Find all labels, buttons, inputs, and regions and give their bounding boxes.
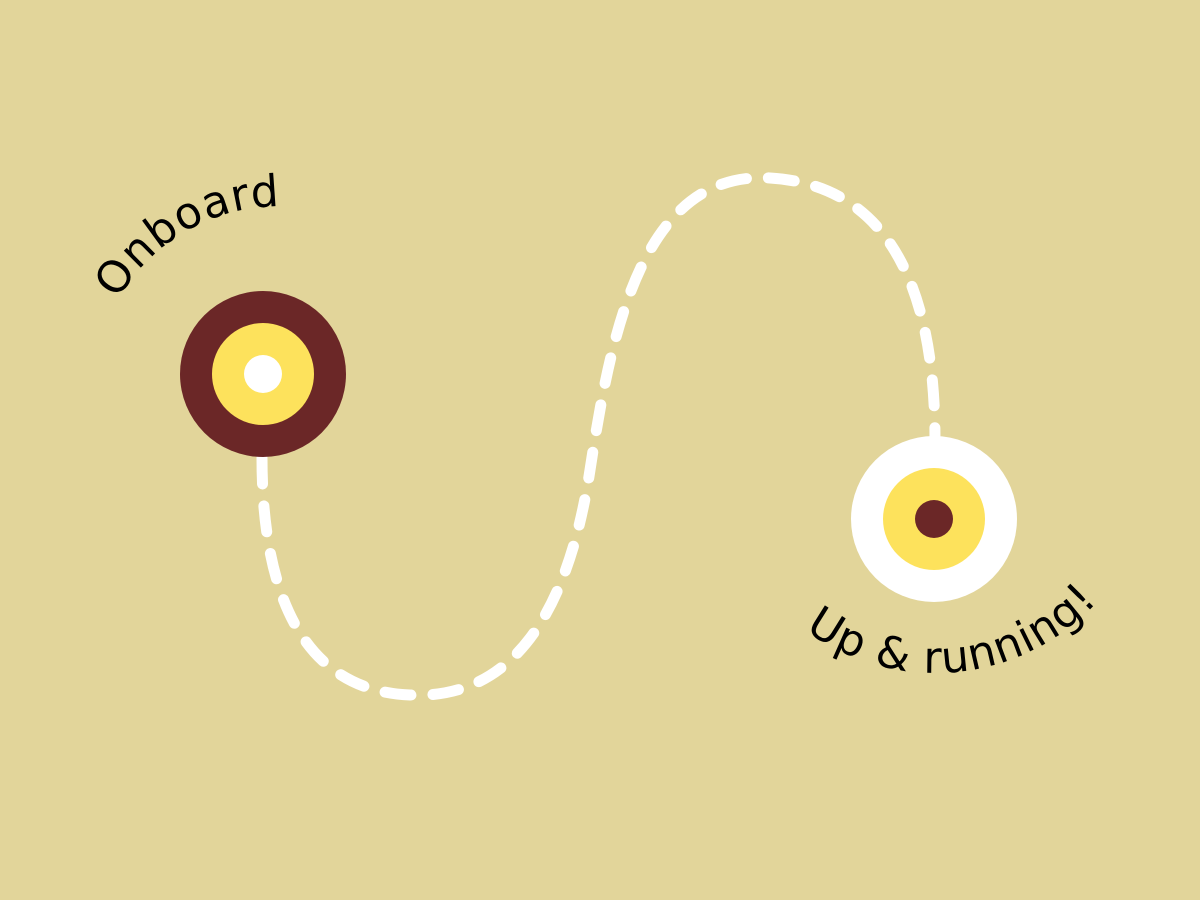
journey-path [256,172,941,701]
start-center-dot [244,355,282,393]
end-milestone-icon [851,436,1017,602]
end-center-dot [915,500,953,538]
start-milestone-icon [180,291,346,457]
